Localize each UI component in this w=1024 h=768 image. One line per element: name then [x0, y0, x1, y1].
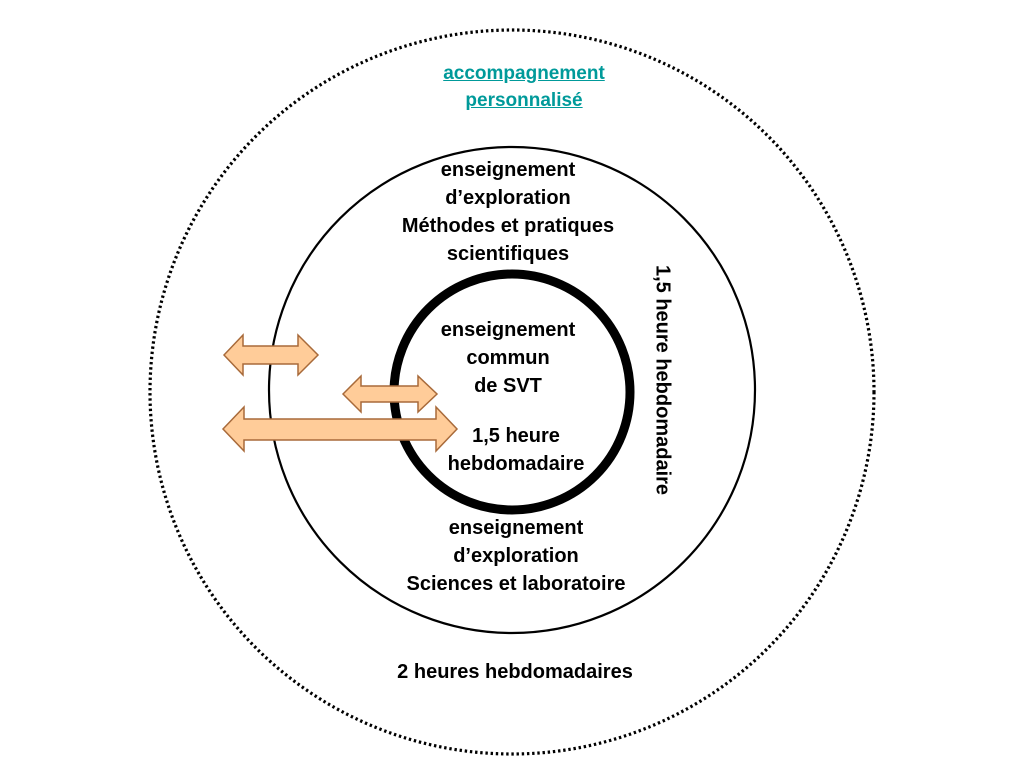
- inner-zone-duration-line: 1,5 heure: [472, 425, 560, 447]
- double-arrow-middle: [341, 374, 439, 414]
- outer-zone-title[interactable]: accompagnement personnalisé: [412, 60, 636, 114]
- outer-dotted-circle: [148, 28, 876, 756]
- middle-zone-bottom-line: enseignement: [448, 517, 584, 539]
- double-arrow-upper: [222, 333, 320, 377]
- inner-zone-duration-line: hebdomadaire: [447, 453, 585, 475]
- outer-zone-title-line: personnalisé: [465, 90, 583, 111]
- middle-zone-top-label: enseignement d’exploration Méthodes et p…: [368, 156, 648, 268]
- middle-zone-duration: 1,5 heure hebdomadaire: [651, 264, 674, 496]
- middle-zone-top-line: Méthodes et pratiques: [401, 215, 615, 237]
- middle-zone-top-line: scientifiques: [446, 243, 570, 265]
- outer-zone-title-line: accompagnement: [443, 63, 605, 84]
- middle-zone-bottom-line: d’exploration: [453, 545, 579, 567]
- middle-zone-top-line: enseignement: [440, 159, 576, 181]
- outer-zone-duration: 2 heures hebdomadaires: [397, 661, 633, 683]
- middle-zone-top-line: d’exploration: [445, 187, 571, 209]
- middle-circle: [267, 145, 757, 635]
- inner-zone-title-line: commun: [466, 347, 550, 369]
- inner-zone-title-line: enseignement: [440, 319, 576, 341]
- double-arrow-long: [221, 405, 459, 453]
- inner-zone-title-line: de SVT: [474, 375, 542, 397]
- inner-zone-duration: 1,5 heure hebdomadaire: [426, 422, 606, 478]
- middle-zone-bottom-label: enseignement d’exploration Sciences et l…: [376, 514, 656, 598]
- middle-zone-bottom-line: Sciences et laboratoire: [406, 573, 626, 595]
- inner-zone-title: enseignement commun de SVT: [418, 316, 598, 400]
